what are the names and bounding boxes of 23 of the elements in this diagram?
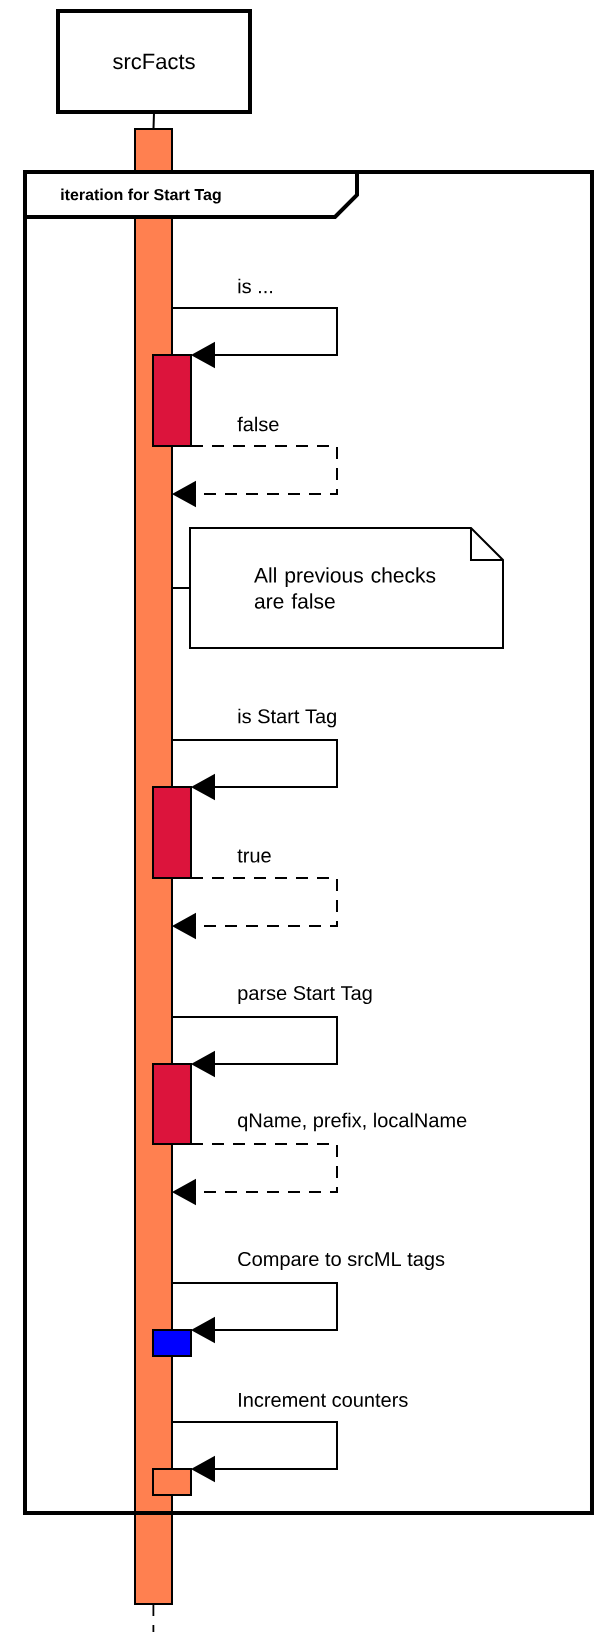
activation-bar: [152, 1468, 192, 1496]
message-label: true: [236, 848, 273, 864]
message-arrow: [171, 739, 338, 801]
message-arrow: [171, 1421, 338, 1483]
activation-bar: [152, 1329, 192, 1357]
message-label: Increment counters: [236, 1392, 410, 1408]
lifeline: [152, 1603, 155, 1632]
message-label: is Start Tag: [236, 707, 339, 729]
message-label: is ...: [236, 277, 275, 295]
header-box: srcFacts: [56, 9, 252, 114]
activation-bar: [152, 786, 192, 879]
note-connector: [171, 587, 191, 589]
activation-bar: [152, 354, 192, 447]
message-arrow: [171, 1016, 338, 1078]
message-arrow: [171, 1282, 338, 1344]
activation-bar: [152, 1063, 192, 1145]
lifeline: [152, 111, 155, 130]
message-arrow: [171, 307, 338, 369]
message-label: qName, prefix, localName: [236, 1111, 469, 1133]
message-label: false: [236, 415, 281, 433]
message-label: Compare to srcML tags: [236, 1250, 447, 1272]
note-box: All previous checks are false: [189, 527, 504, 649]
message-label: parse Start Tag: [236, 984, 374, 1006]
